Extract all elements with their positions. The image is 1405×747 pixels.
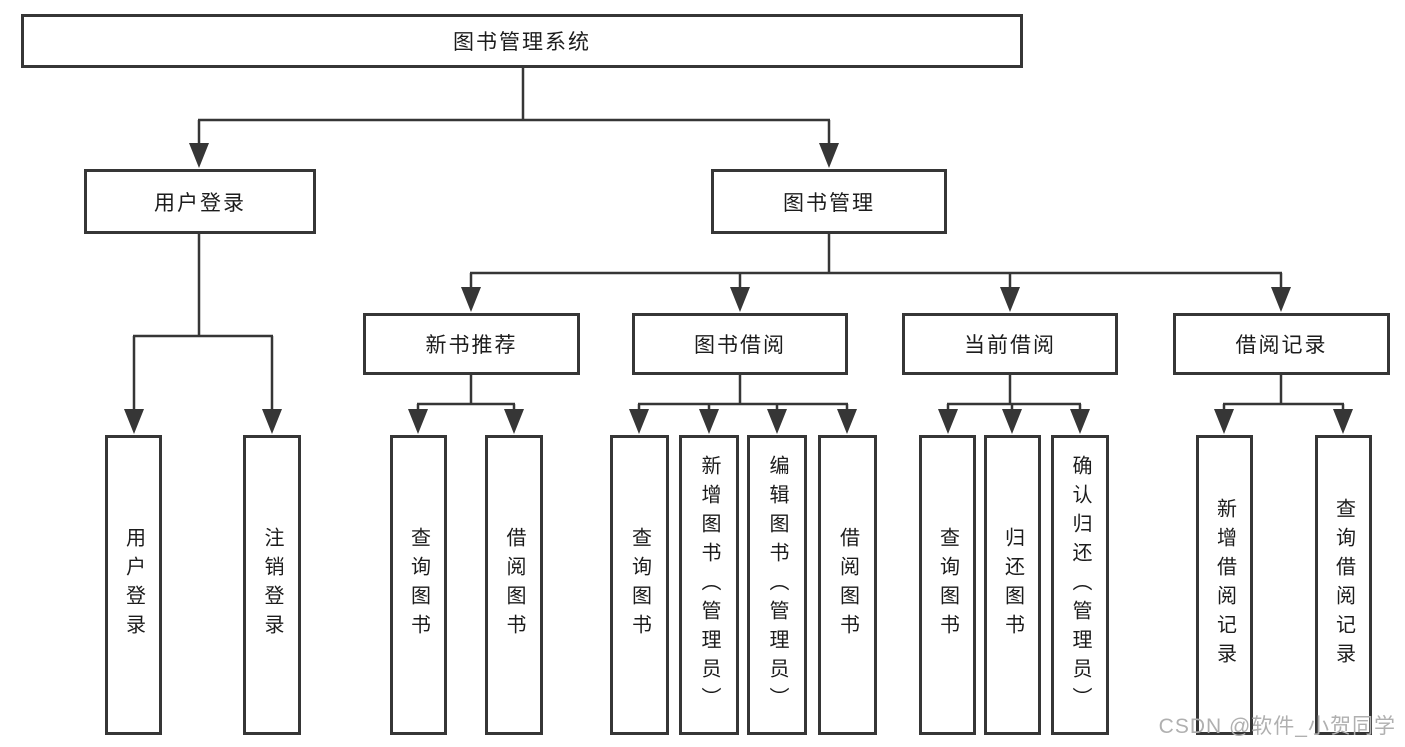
leaf-query-borrow-record: 查询借阅记录 xyxy=(1315,435,1372,735)
watermark: CSDN @软件_小贺同学 xyxy=(1158,715,1396,738)
leaf-add-borrow-record: 新增借阅记录 xyxy=(1196,435,1253,735)
leaf-edit-book-admin-label: 编辑图书（管理员） xyxy=(766,454,788,716)
leaf-add-borrow-record-label: 新增借阅记录 xyxy=(1213,498,1236,672)
node-current-borrow-label: 当前借阅 xyxy=(964,334,1056,357)
leaf-logout-label: 注销登录 xyxy=(261,527,283,643)
leaf-confirm-return-admin-label: 确认归还（管理员） xyxy=(1069,454,1091,716)
arrowhead-cur-query xyxy=(938,409,958,434)
arrowhead-leaf-logout xyxy=(262,409,282,434)
arrowhead-recadd xyxy=(1214,409,1234,434)
node-current-borrow: 当前借阅 xyxy=(902,313,1118,375)
leaf-borrow-query-books: 查询图书 xyxy=(610,435,669,735)
arrowhead-borrow xyxy=(730,287,750,312)
leaf-borrow-book-label: 借阅图书 xyxy=(836,527,859,643)
node-root: 图书管理系统 xyxy=(21,14,1023,68)
node-book-borrow-label: 图书借阅 xyxy=(694,334,786,357)
arrowhead-bor-query xyxy=(629,409,649,434)
arrowhead-bor-edit xyxy=(767,409,787,434)
leaf-return-book: 归还图书 xyxy=(984,435,1041,735)
node-book-management-label: 图书管理 xyxy=(783,191,875,215)
arrowhead-bor-add xyxy=(699,409,719,434)
leaf-borrow-query-books-label: 查询图书 xyxy=(628,527,651,643)
arrowhead-rec-borrow xyxy=(504,409,524,434)
arrowhead-book-mgmt xyxy=(819,143,839,168)
leaf-recommend-query-books-label: 查询图书 xyxy=(407,527,430,643)
leaf-borrow-book: 借阅图书 xyxy=(818,435,877,735)
leaf-return-book-label: 归还图书 xyxy=(1001,527,1024,643)
leaf-edit-book-admin: 编辑图书（管理员） xyxy=(747,435,807,735)
arrowhead-recommend xyxy=(461,287,481,312)
leaf-confirm-return-admin: 确认归还（管理员） xyxy=(1051,435,1109,735)
node-borrow-records: 借阅记录 xyxy=(1173,313,1390,375)
leaf-recommend-query-books: 查询图书 xyxy=(390,435,447,735)
arrowhead-user-login xyxy=(189,143,209,168)
leaf-recommend-borrow-book: 借阅图书 xyxy=(485,435,543,735)
leaf-current-query-books: 查询图书 xyxy=(919,435,976,735)
arrowhead-cur-confirm xyxy=(1070,409,1090,434)
leaf-logout: 注销登录 xyxy=(243,435,301,735)
arrowhead-leaf-login xyxy=(124,409,144,434)
arrowhead-records xyxy=(1271,287,1291,312)
arrowhead-recquery xyxy=(1333,409,1353,434)
leaf-add-book-admin: 新增图书（管理员） xyxy=(679,435,739,735)
node-book-management: 图书管理 xyxy=(711,169,947,234)
node-new-book-recommend: 新书推荐 xyxy=(363,313,580,375)
node-borrow-records-label: 借阅记录 xyxy=(1235,334,1328,357)
leaf-query-borrow-record-label: 查询借阅记录 xyxy=(1332,498,1355,672)
leaf-user-login: 用户登录 xyxy=(105,435,162,735)
node-new-book-recommend-label: 新书推荐 xyxy=(425,334,518,357)
arrowheads xyxy=(124,143,1353,434)
arrowhead-rec-query xyxy=(408,409,428,434)
node-root-label: 图书管理系统 xyxy=(453,31,591,54)
node-user-login-label: 用户登录 xyxy=(154,191,246,215)
leaf-current-query-books-label: 查询图书 xyxy=(936,527,959,643)
node-user-login: 用户登录 xyxy=(84,169,316,234)
leaf-add-book-admin-label: 新增图书（管理员） xyxy=(698,454,720,716)
arrowhead-cur-return xyxy=(1002,409,1022,434)
leaf-user-login-label: 用户登录 xyxy=(122,527,145,643)
arrowhead-current xyxy=(1000,287,1020,312)
node-book-borrow: 图书借阅 xyxy=(632,313,848,375)
arrowhead-bor-borrow xyxy=(837,409,857,434)
leaf-recommend-borrow-book-label: 借阅图书 xyxy=(503,527,525,643)
